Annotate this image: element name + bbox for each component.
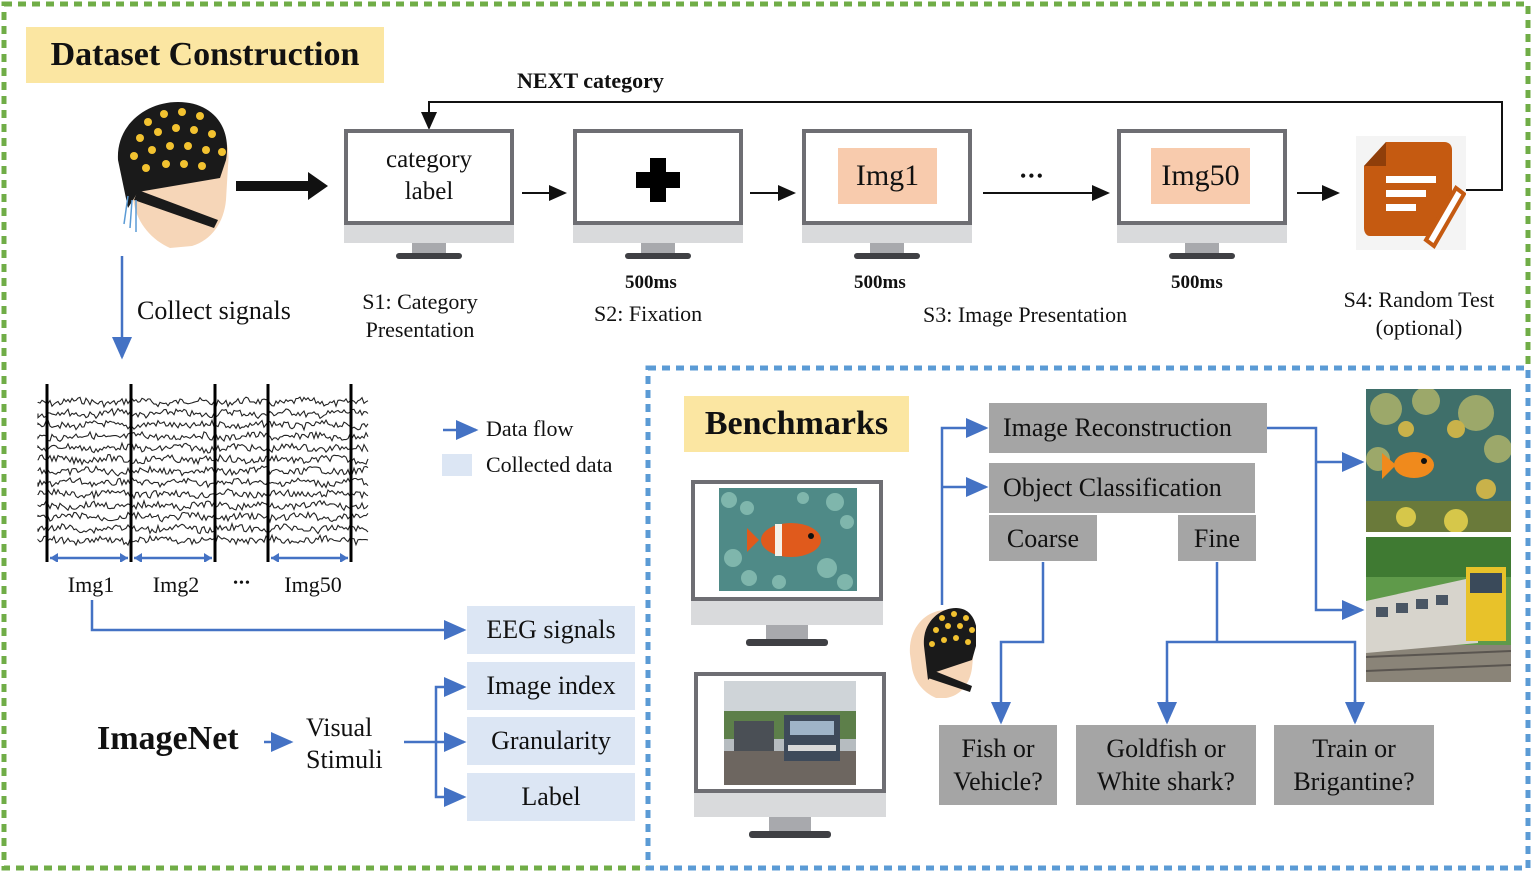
eeg-trace — [37, 476, 369, 489]
stimuli-ellipsis: ••• — [1020, 166, 1045, 186]
eeg-label-ellipsis: ••• — [233, 576, 251, 591]
next-category-loop — [421, 101, 1503, 191]
img50-stimulus: Img50 — [1151, 148, 1250, 204]
question-fish-or-vehicle: Fish or Vehicle? — [939, 725, 1057, 805]
data-item-eeg-signals: EEG signals — [467, 606, 635, 654]
benchmarks-title: Benchmarks — [684, 396, 909, 452]
task-object-classification: Object Classification — [989, 463, 1255, 513]
eeg-label-img1: Img1 — [67, 572, 115, 597]
task-image-reconstruction: Image Reconstruction — [989, 403, 1267, 453]
eeg-segment-arrowhead — [120, 553, 128, 562]
random-test-icon — [1356, 136, 1466, 250]
clownfish-image — [719, 488, 857, 591]
img1-stimulus: Img1 — [838, 148, 937, 204]
eeg-trace — [37, 464, 369, 477]
legend-data-flow: Data flow — [486, 416, 574, 441]
eeg-label-img50: Img50 — [284, 572, 342, 597]
step-s1-label: S1: Category Presentation — [362, 289, 478, 342]
eeg-trace — [37, 430, 369, 443]
visual-stimuli-label: Visual Stimuli — [306, 713, 383, 774]
step-s3-label: S3: Image Presentation — [923, 302, 1128, 327]
eeg-trace — [37, 521, 369, 535]
big-black-arrow — [236, 172, 328, 200]
eeg-trace — [37, 533, 369, 547]
data-item-granularity: Granularity — [467, 717, 635, 765]
eeg-trace — [37, 487, 369, 501]
data-item-label: Label — [467, 773, 635, 821]
granularity-coarse: Coarse — [989, 515, 1097, 561]
fixation-cross-icon — [636, 158, 680, 202]
eeg-segment-arrowhead — [134, 553, 142, 562]
train-image — [724, 681, 856, 785]
eeg-segment-arrowhead — [340, 553, 348, 562]
eeg-trace — [37, 441, 369, 455]
eeg-segment-arrowhead — [50, 553, 58, 562]
eeg-segment-arrowhead — [271, 553, 279, 562]
data-item-image-index: Image index — [467, 662, 635, 710]
eeg-label-img2: Img2 — [152, 572, 200, 597]
step-s2-label: S2: Fixation — [594, 301, 703, 326]
reconstructed-goldfish-image — [1366, 389, 1511, 532]
eeg-head-icon — [117, 102, 229, 248]
question-train-or-brigantine: Train or Brigantine? — [1274, 725, 1434, 805]
timing-img1: 500ms — [854, 272, 906, 293]
imagenet-label: ImageNet — [97, 720, 239, 757]
step-s4-label: S4: Random Test (optional) — [1343, 287, 1495, 340]
timing-s2: 500ms — [625, 272, 677, 293]
category-label-text: category label — [385, 146, 473, 205]
reconstructed-train-image — [1366, 537, 1511, 682]
eeg-trace — [37, 418, 369, 432]
legend-collected-swatch — [442, 454, 472, 476]
eeg-trace — [37, 396, 369, 409]
eeg-segment-arrowhead — [204, 553, 212, 562]
timing-img50: 500ms — [1171, 272, 1223, 293]
eeg-trace — [37, 499, 369, 512]
eeg-trace — [37, 453, 369, 466]
eeg-head-small-icon — [909, 608, 976, 698]
collect-signals-label: Collect signals — [137, 296, 291, 325]
legend-collected-data: Collected data — [486, 452, 613, 477]
next-category-label: NEXT category — [517, 68, 664, 93]
eeg-trace — [37, 510, 369, 524]
dataset-construction-title: Dataset Construction — [26, 27, 384, 83]
eeg-signals-plot — [37, 384, 369, 562]
question-goldfish-or-white-shark: Goldfish or White shark? — [1076, 725, 1256, 805]
granularity-fine: Fine — [1178, 515, 1256, 561]
eeg-trace — [37, 407, 369, 420]
